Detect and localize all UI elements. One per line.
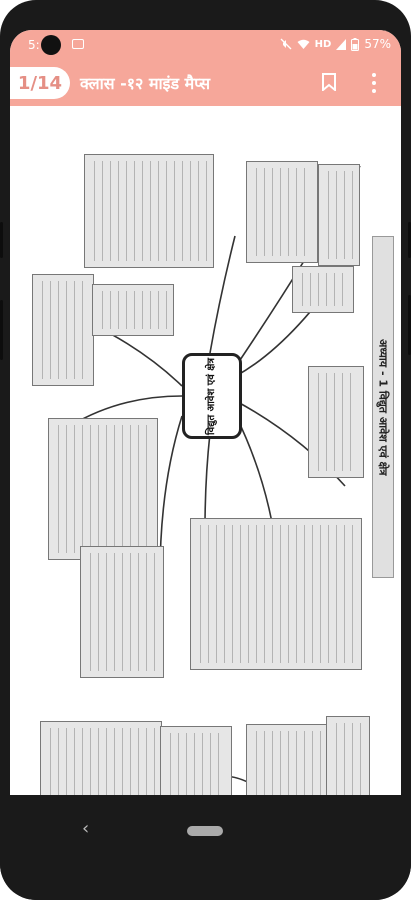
- mute-icon: [280, 38, 292, 50]
- home-pill[interactable]: [187, 826, 223, 836]
- bookmark-icon[interactable]: [322, 73, 336, 91]
- more-options-icon[interactable]: [370, 72, 378, 94]
- volume-button: [0, 300, 3, 360]
- note-box: [32, 274, 94, 386]
- note-box: [80, 546, 164, 678]
- side-button: [408, 295, 411, 355]
- app-bar: 1/14 क्लास -१२ माइंड मैप्स: [10, 60, 401, 106]
- screen: 5: HD 57% 1/14 क्: [10, 30, 401, 875]
- status-time: 5:: [28, 38, 40, 52]
- image-notification-icon: [72, 39, 84, 49]
- chapter-title: अध्याय - 1 विद्युत आवेश एवं क्षेत्र: [372, 236, 394, 578]
- battery-percent: 57%: [364, 37, 391, 51]
- note-box: [48, 418, 158, 560]
- note-box: [92, 284, 174, 336]
- note-box: [292, 266, 354, 313]
- network-type: HD: [314, 38, 332, 50]
- note-box: [84, 154, 214, 268]
- note-box: [318, 164, 360, 266]
- status-bar: 5: HD 57%: [10, 30, 401, 60]
- app-title: क्लास -१२ माइंड मैप्स: [80, 74, 211, 93]
- note-box: [308, 366, 364, 478]
- signal-icon: [336, 38, 347, 50]
- central-topic: विद्युत आवेश एवं क्षेत्र: [182, 353, 242, 439]
- note-box: [190, 518, 362, 670]
- page-indicator[interactable]: 1/14: [10, 67, 70, 99]
- battery-icon: [351, 37, 360, 51]
- document-view[interactable]: विद्युत आवेश एवं क्षेत्र अध्याय - 1 विद्…: [10, 106, 401, 822]
- front-camera: [41, 35, 61, 55]
- back-icon[interactable]: ‹: [82, 818, 90, 839]
- power-button: [408, 222, 411, 258]
- note-box: [246, 161, 318, 263]
- navigation-bar: ‹: [0, 795, 411, 900]
- status-right: HD 57%: [280, 37, 391, 51]
- volume-button: [0, 222, 3, 258]
- wifi-icon: [297, 39, 310, 49]
